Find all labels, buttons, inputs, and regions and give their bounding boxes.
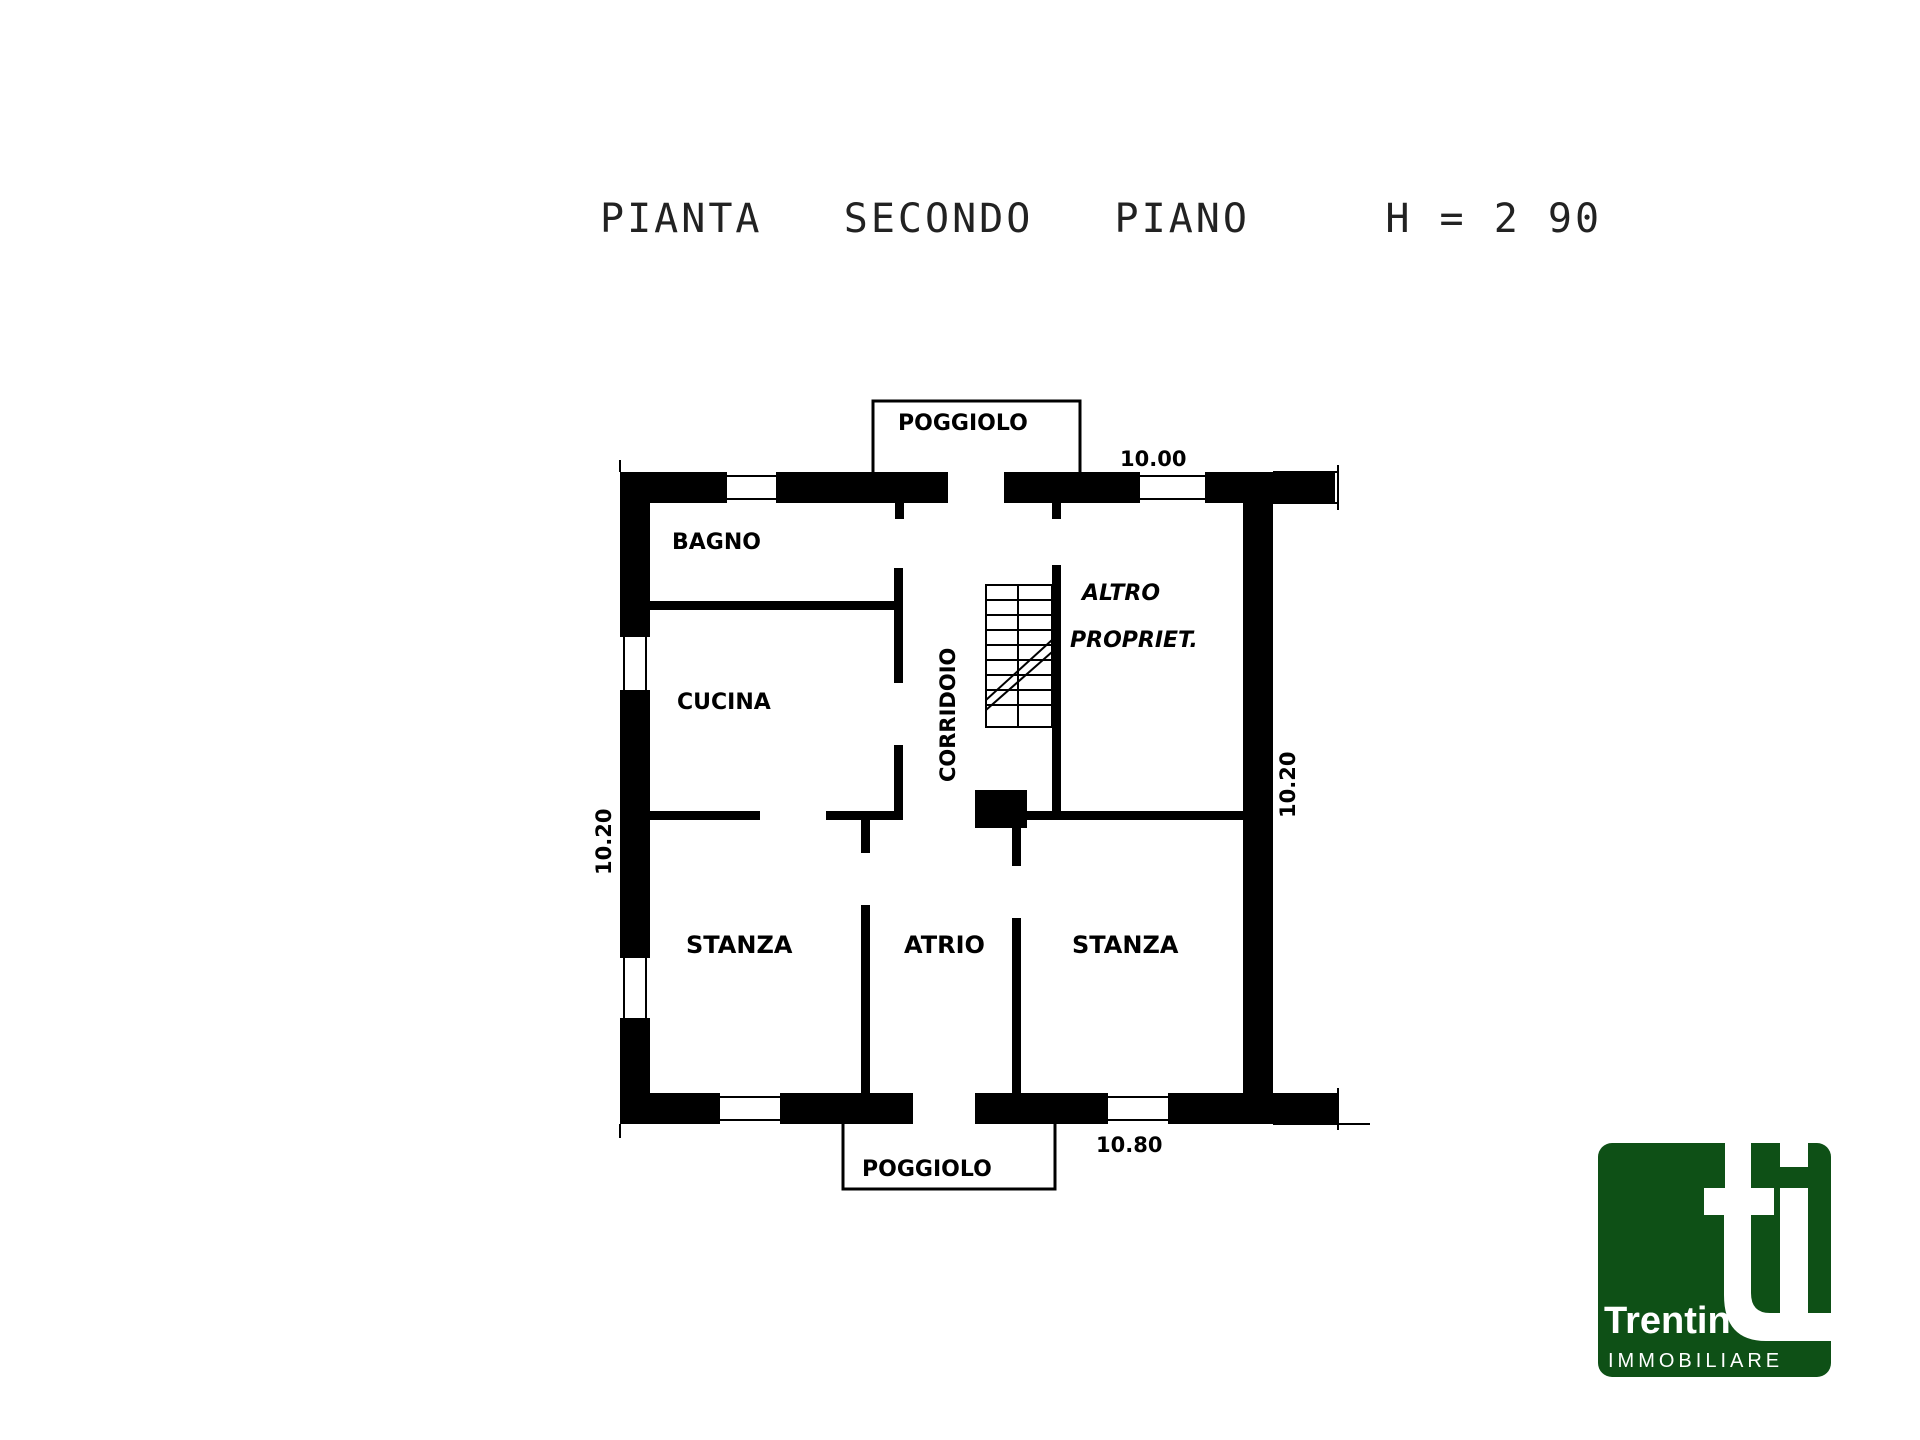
stub-top-2 <box>1052 503 1061 519</box>
label-poggiolo-top: POGGIOLO <box>898 411 1028 436</box>
dimension-right: 10.20 <box>1276 752 1300 818</box>
dimension-bottom: 10.80 <box>1096 1133 1162 1157</box>
windows <box>623 472 1205 1124</box>
wall-left-1 <box>620 472 650 637</box>
exterior-walls <box>620 472 1338 1124</box>
wall-altro-stanza <box>1012 811 1243 820</box>
dimension-left: 10.20 <box>592 809 616 875</box>
balconies <box>841 399 1082 1191</box>
logo-subtitle: IMMOBILIARE <box>1608 1350 1783 1372</box>
label-stanza-left: STANZA <box>686 931 793 959</box>
wall-left-2 <box>620 690 650 958</box>
balcony-bottom <box>841 1124 1057 1191</box>
label-cucina: CUCINA <box>677 690 771 715</box>
wall-corridor-left-1 <box>894 568 903 683</box>
wall-stub-left <box>861 811 870 853</box>
wall-bagno-cucina <box>650 601 895 610</box>
wall-top-3 <box>1005 472 1140 503</box>
plan-title: PIANTA SECONDO PIANO H = 2 90 <box>600 196 1603 242</box>
label-poggiolo-bottom: POGGIOLO <box>862 1157 992 1182</box>
wall-atrio-left <box>861 905 870 1093</box>
wall-left-3 <box>620 1018 650 1124</box>
dimension-top: 10.00 <box>1120 447 1186 471</box>
label-altro-2: PROPRIET. <box>1070 628 1198 653</box>
interior-walls <box>650 503 1243 1093</box>
wall-cucina-stanza-1 <box>650 811 760 820</box>
wall-bottom-2 <box>780 1093 912 1124</box>
label-corridoio: CORRIDOIO <box>936 648 960 782</box>
stub-top-1 <box>895 503 904 519</box>
label-altro-1: ALTRO <box>1080 581 1160 606</box>
wall-corridor-left-2 <box>894 745 903 820</box>
label-bagno: BAGNO <box>672 530 761 555</box>
staircase <box>985 584 1053 728</box>
extension-lines <box>619 460 1370 1138</box>
wall-bottom-3 <box>976 1093 1108 1124</box>
label-stanza-right: STANZA <box>1072 931 1179 959</box>
wall-top-2 <box>777 472 947 503</box>
logo-t-letter <box>1704 1143 1831 1341</box>
wall-stub-right <box>1012 811 1021 866</box>
logo-name: Trentin <box>1604 1300 1731 1342</box>
wall-altro-left <box>1052 565 1061 811</box>
wall-atrio-right <box>1012 918 1021 1093</box>
wall-right <box>1243 472 1273 1124</box>
balcony-top <box>871 399 1082 472</box>
trentino-immobiliare-logo: Trentin IMMOBILIARE <box>1598 1143 1831 1377</box>
label-atrio: ATRIO <box>904 931 985 959</box>
